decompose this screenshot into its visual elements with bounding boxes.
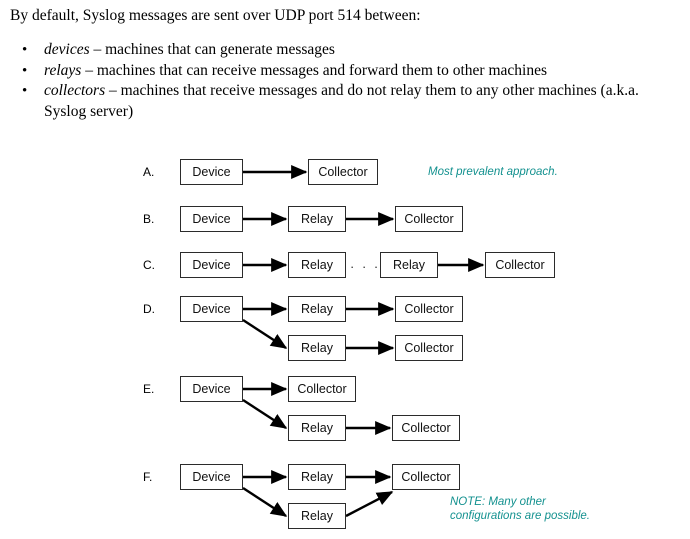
node-relay[interactable]: Relay xyxy=(380,252,438,278)
ellipsis-icon: · · · xyxy=(350,259,381,274)
term-collectors: collectors xyxy=(44,82,106,99)
node-collector[interactable]: Collector xyxy=(395,335,463,361)
node-collector[interactable]: Collector xyxy=(308,159,378,185)
annotation-f: NOTE: Many other configurations are poss… xyxy=(450,496,590,522)
node-relay[interactable]: Relay xyxy=(288,335,346,361)
node-relay[interactable]: Relay xyxy=(288,206,346,232)
node-device[interactable]: Device xyxy=(180,206,243,232)
node-collector[interactable]: Collector xyxy=(395,296,463,322)
node-relay[interactable]: Relay xyxy=(288,464,346,490)
term-relays: relays xyxy=(44,61,82,79)
node-collector[interactable]: Collector xyxy=(395,206,463,232)
node-device[interactable]: Device xyxy=(180,376,243,402)
node-collector[interactable]: Collector xyxy=(392,415,460,441)
node-device[interactable]: Device xyxy=(180,296,243,322)
list-item: • collectors – machines that receive mes… xyxy=(10,81,682,122)
node-collector[interactable]: Collector xyxy=(485,252,555,278)
row-letter-a: A. xyxy=(143,165,155,179)
row-letter-e: E. xyxy=(143,382,155,396)
bullet-icon: • xyxy=(22,62,28,79)
flow-arrow xyxy=(242,318,288,350)
bullet-icon: • xyxy=(22,42,28,58)
prose-block: By default, Syslog messages are sent ove… xyxy=(10,6,682,122)
term-devices: devices xyxy=(44,41,90,58)
row-letter-b: B. xyxy=(143,212,155,226)
definition-bullet-list: • devices – machines that can generate m… xyxy=(10,40,682,122)
annotation-a: Most prevalent approach. xyxy=(428,166,558,178)
bullet-icon: • xyxy=(22,83,28,99)
flow-arrow xyxy=(345,490,394,518)
node-collector[interactable]: Collector xyxy=(392,464,460,490)
node-device[interactable]: Device xyxy=(180,159,243,185)
node-relay[interactable]: Relay xyxy=(288,296,346,322)
list-item: • devices – machines that can generate m… xyxy=(10,40,682,61)
intro-paragraph: By default, Syslog messages are sent ove… xyxy=(10,7,421,24)
row-letter-f: F. xyxy=(143,470,153,484)
term-collectors-description: – machines that receive messages and do … xyxy=(44,82,639,120)
list-item: • relays – machines that can receive mes… xyxy=(10,61,682,82)
node-relay[interactable]: Relay xyxy=(288,415,346,441)
flow-arrow xyxy=(242,486,288,518)
term-devices-description: – machines that can generate messages xyxy=(89,41,335,58)
term-relays-description: – machines that can receive messages and… xyxy=(81,61,547,79)
flow-arrow xyxy=(242,398,288,430)
node-relay[interactable]: Relay xyxy=(288,503,346,529)
node-relay[interactable]: Relay xyxy=(288,252,346,278)
node-device[interactable]: Device xyxy=(180,464,243,490)
node-device[interactable]: Device xyxy=(180,252,243,278)
row-letter-d: D. xyxy=(143,302,155,316)
node-collector[interactable]: Collector xyxy=(288,376,356,402)
row-letter-c: C. xyxy=(143,258,155,272)
